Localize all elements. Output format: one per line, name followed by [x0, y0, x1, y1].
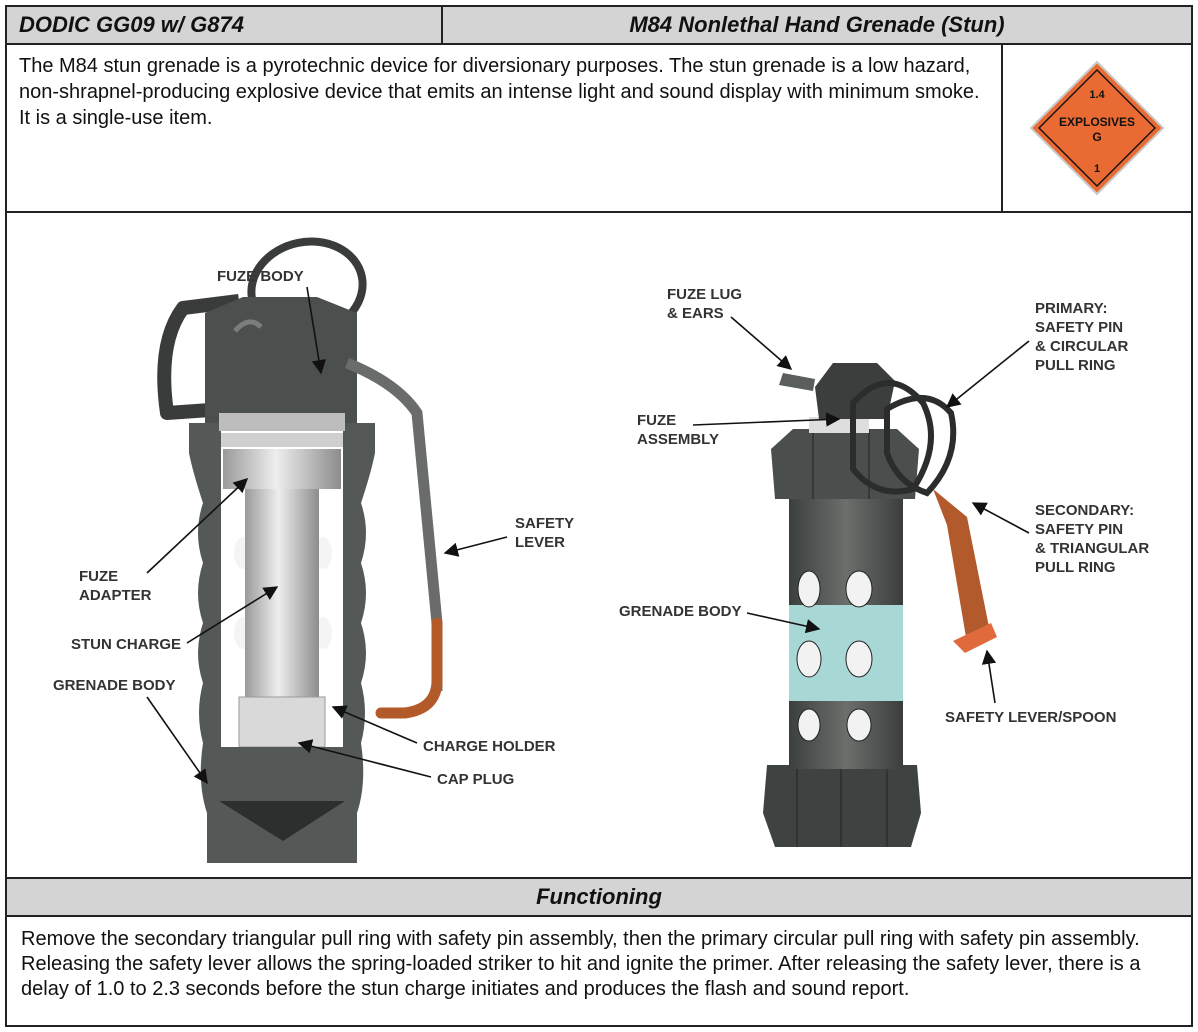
datasheet: DODIC GG09 w/ G874 M84 Nonlethal Hand Gr…	[5, 5, 1193, 1027]
item-name: M84 Nonlethal Hand Grenade (Stun)	[629, 12, 1005, 37]
label-secondary-2: SAFETY PIN	[1035, 521, 1123, 538]
label-charge-holder: CHARGE HOLDER	[423, 738, 556, 755]
label-fuze-assembly-2: ASSEMBLY	[637, 431, 719, 448]
grenade-diagram: FUZE BODY FUZE ADAPTER STUN CHARGE GRENA…	[53, 237, 1149, 863]
description-text: The M84 stun grenade is a pyrotechnic de…	[7, 45, 1003, 211]
label-cap-plug: CAP PLUG	[437, 771, 514, 788]
hazard-placard-cell: 1.4 EXPLOSIVES G 1	[1003, 45, 1191, 211]
dodic-code: DODIC GG09 w/ G874	[7, 7, 443, 43]
label-stun-charge: STUN CHARGE	[71, 636, 181, 653]
header-row: DODIC GG09 w/ G874 M84 Nonlethal Hand Gr…	[7, 7, 1191, 45]
explosives-placard-icon: 1.4 EXPLOSIVES G 1	[1029, 60, 1165, 196]
label-safety-lever-1: SAFETY	[515, 515, 574, 532]
label-primary-4: PULL RING	[1035, 357, 1116, 374]
placard-division: 1.4	[1089, 89, 1105, 101]
placard-label: EXPLOSIVES	[1059, 115, 1135, 129]
description-row: The M84 stun grenade is a pyrotechnic de…	[7, 45, 1191, 213]
label-fuze-lug-1: FUZE LUG	[667, 286, 742, 303]
functioning-text: Remove the secondary triangular pull rin…	[21, 928, 1141, 1000]
placard-class-number: 1	[1094, 163, 1100, 175]
label-fuze-assembly-1: FUZE	[637, 412, 676, 429]
label-primary-3: & CIRCULAR	[1035, 338, 1128, 355]
label-secondary-3: & TRIANGULAR	[1035, 540, 1149, 557]
label-fuze-adapter-2: ADAPTER	[79, 587, 152, 604]
label-primary-2: SAFETY PIN	[1035, 319, 1123, 336]
grenade-figure: FUZE BODY FUZE ADAPTER STUN CHARGE GRENA…	[7, 213, 1191, 879]
label-primary-1: PRIMARY:	[1035, 300, 1108, 317]
label-safety-lever-2: LEVER	[515, 534, 565, 551]
label-secondary-4: PULL RING	[1035, 559, 1116, 576]
placard-compatibility: G	[1092, 130, 1101, 144]
label-fuze-body: FUZE BODY	[217, 268, 304, 285]
label-safety-lever-spoon: SAFETY LEVER/SPOON	[945, 709, 1116, 726]
functioning-title: Functioning	[7, 879, 1191, 917]
exterior-grenade	[763, 363, 997, 847]
label-fuze-lug-2: & EARS	[667, 305, 724, 322]
label-grenade-body-right: GRENADE BODY	[619, 603, 742, 620]
cutaway-grenade	[157, 237, 443, 863]
label-fuze-adapter-1: FUZE	[79, 568, 118, 585]
label-secondary-1: SECONDARY:	[1035, 502, 1134, 519]
label-grenade-body-left: GRENADE BODY	[53, 677, 176, 694]
